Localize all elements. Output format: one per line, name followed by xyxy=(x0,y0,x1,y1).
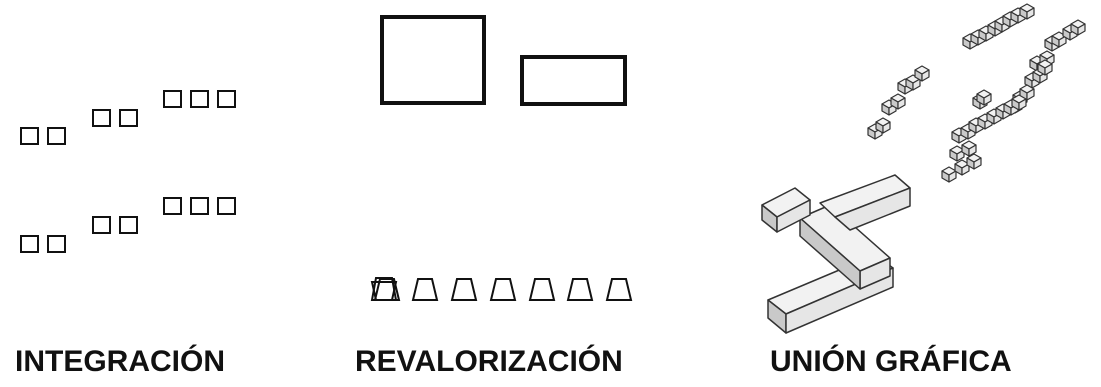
small-house xyxy=(914,65,930,82)
integracion-square xyxy=(47,235,66,253)
large-square xyxy=(380,15,486,105)
integracion-diagram xyxy=(20,90,236,253)
building-upper-front xyxy=(834,187,911,231)
integracion-square xyxy=(190,197,209,215)
small-house xyxy=(966,153,982,170)
small-house-right xyxy=(1077,23,1086,36)
integracion-square xyxy=(20,127,39,145)
small-house xyxy=(1037,59,1053,76)
small-house xyxy=(1019,3,1035,20)
small-house-right xyxy=(1026,7,1035,20)
caption-revalorizacion: REVALORIZACIÓN xyxy=(355,345,623,378)
union-grafica-diagram xyxy=(761,3,1086,334)
integracion-square xyxy=(163,197,182,215)
small-house-right xyxy=(973,157,982,170)
wide-rectangle xyxy=(520,55,627,106)
panel-union-grafica: UNIÓN GRÁFICA xyxy=(700,0,1101,387)
trapezoid xyxy=(489,278,517,301)
integracion-row-1 xyxy=(20,90,236,145)
integracion-square xyxy=(119,109,138,127)
small-house-right xyxy=(968,144,977,157)
small-house-right xyxy=(1058,35,1067,48)
revalorizacion-diagram xyxy=(370,15,633,301)
caption-integracion: INTEGRACIÓN xyxy=(15,345,225,378)
integracion-row-2 xyxy=(20,197,236,253)
small-houses xyxy=(867,3,1086,183)
caption-union-grafica: UNIÓN GRÁFICA xyxy=(770,345,1012,378)
trapezoid-row-main xyxy=(373,278,633,301)
integracion-square xyxy=(119,216,138,234)
integracion-square xyxy=(47,127,66,145)
small-house-right xyxy=(897,97,906,110)
small-house-right xyxy=(948,170,957,183)
small-house xyxy=(875,117,891,134)
trapezoid xyxy=(605,278,633,301)
small-house-right xyxy=(1026,88,1035,101)
integracion-square xyxy=(190,90,209,108)
building-connector-front xyxy=(799,217,861,290)
small-house xyxy=(1019,84,1035,101)
small-house xyxy=(976,89,992,106)
integracion-square xyxy=(217,90,236,108)
integracion-square xyxy=(92,216,111,234)
panel-revalorizacion: REVALORIZACIÓN xyxy=(300,0,700,387)
small-house-right xyxy=(912,78,921,91)
small-house xyxy=(941,166,957,183)
small-house-right xyxy=(882,121,891,134)
trapezoid xyxy=(450,278,478,301)
building-left-front xyxy=(776,199,811,233)
trapezoid xyxy=(373,278,401,301)
trapezoid xyxy=(411,278,439,301)
integracion-square xyxy=(20,235,39,253)
integracion-square xyxy=(163,90,182,108)
main-building xyxy=(761,174,911,334)
integracion-square xyxy=(217,197,236,215)
trapezoid xyxy=(566,278,594,301)
small-house-right xyxy=(1044,63,1053,76)
small-house-right xyxy=(983,93,992,106)
small-house-right xyxy=(1018,98,1027,111)
trapezoid xyxy=(528,278,556,301)
small-house xyxy=(961,140,977,157)
integracion-square xyxy=(92,109,111,127)
small-house xyxy=(1070,19,1086,36)
small-house-right xyxy=(921,69,930,82)
small-house xyxy=(890,93,906,110)
panel-integracion: INTEGRACIÓN xyxy=(0,0,300,387)
small-house xyxy=(1011,94,1027,111)
